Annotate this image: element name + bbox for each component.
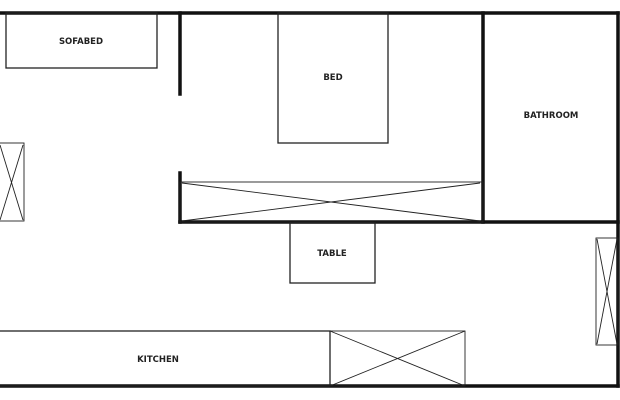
- wardrobe: [179, 181, 484, 223]
- sofabed: [5, 12, 158, 69]
- bed: [277, 12, 389, 144]
- sofabed-label: SOFABED: [59, 37, 103, 47]
- right-window-unit: [595, 237, 619, 346]
- table-label: TABLE: [317, 249, 347, 259]
- kitchen-unit: [329, 330, 466, 387]
- bathroom-label: BATHROOM: [524, 111, 579, 121]
- kitchen-label: KITCHEN: [137, 355, 179, 365]
- left-window-unit: [0, 142, 25, 222]
- table: [289, 222, 376, 284]
- bed-label: BED: [323, 73, 342, 83]
